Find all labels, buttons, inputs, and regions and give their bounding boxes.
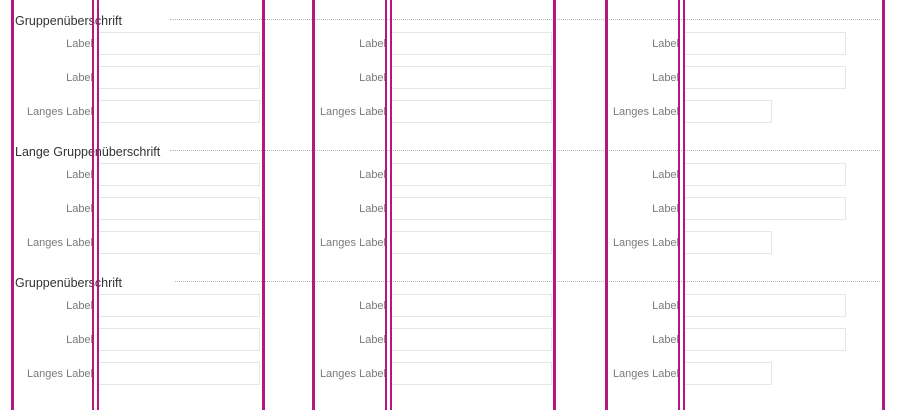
field-label: Label: [66, 169, 93, 181]
column-guide-line: [553, 0, 556, 410]
text-input-field[interactable]: [97, 163, 260, 186]
field-label: Label: [652, 300, 679, 312]
field-label: Label: [359, 72, 386, 84]
field-label: Langes Label: [612, 237, 679, 249]
column-guide-line: [882, 0, 885, 410]
text-input-field[interactable]: [683, 32, 846, 55]
field-label: Label: [66, 300, 93, 312]
text-input-field[interactable]: [683, 197, 846, 220]
field-label: Label: [66, 203, 93, 215]
text-input-field[interactable]: [97, 100, 260, 123]
column-guide-line: [11, 0, 14, 410]
column-guide-line: [605, 0, 608, 410]
field-label: Langes Label: [612, 368, 679, 380]
group-divider: [170, 19, 880, 20]
field-label: Langes Label: [26, 368, 93, 380]
text-input-field[interactable]: [97, 66, 260, 89]
text-input-field[interactable]: [97, 328, 260, 351]
field-label: Label: [652, 203, 679, 215]
field-label: Label: [359, 38, 386, 50]
field-label: Label: [359, 169, 386, 181]
field-label: Label: [66, 334, 93, 346]
text-input-field[interactable]: [390, 231, 552, 254]
column-guide-line: [385, 0, 392, 410]
group-heading: Gruppenüberschrift: [15, 276, 123, 290]
column-guide-line: [678, 0, 685, 410]
text-input-field[interactable]: [683, 163, 846, 186]
field-label: Label: [652, 38, 679, 50]
text-input-field[interactable]: [390, 32, 552, 55]
field-label: Label: [359, 334, 386, 346]
column-guide-line: [312, 0, 315, 410]
text-input-field[interactable]: [390, 294, 552, 317]
field-label: Langes Label: [26, 106, 93, 118]
text-input-field[interactable]: [683, 66, 846, 89]
text-input-field[interactable]: [97, 362, 260, 385]
field-label: Langes Label: [319, 237, 386, 249]
text-input-field[interactable]: [683, 231, 772, 254]
field-label: Label: [66, 38, 93, 50]
text-input-field[interactable]: [97, 197, 260, 220]
field-label: Langes Label: [612, 106, 679, 118]
text-input-field[interactable]: [97, 32, 260, 55]
field-label: Label: [652, 169, 679, 181]
column-guide-line: [262, 0, 265, 410]
field-label: Langes Label: [319, 106, 386, 118]
text-input-field[interactable]: [683, 328, 846, 351]
field-label: Label: [652, 72, 679, 84]
group-divider: [170, 150, 880, 151]
text-input-field[interactable]: [683, 294, 846, 317]
column-guide-line: [92, 0, 99, 410]
group-heading: Lange Gruppenüberschrift: [15, 145, 161, 159]
text-input-field[interactable]: [683, 100, 772, 123]
text-input-field[interactable]: [390, 197, 552, 220]
field-label: Label: [359, 300, 386, 312]
text-input-field[interactable]: [390, 100, 552, 123]
text-input-field[interactable]: [97, 231, 260, 254]
text-input-field[interactable]: [683, 362, 772, 385]
group-heading: Gruppenüberschrift: [15, 14, 123, 28]
field-label: Label: [652, 334, 679, 346]
text-input-field[interactable]: [390, 328, 552, 351]
text-input-field[interactable]: [390, 66, 552, 89]
field-label: Label: [359, 203, 386, 215]
field-label: Langes Label: [26, 237, 93, 249]
field-label: Langes Label: [319, 368, 386, 380]
text-input-field[interactable]: [97, 294, 260, 317]
group-divider: [175, 281, 880, 282]
text-input-field[interactable]: [390, 163, 552, 186]
text-input-field[interactable]: [390, 362, 552, 385]
field-label: Label: [66, 72, 93, 84]
